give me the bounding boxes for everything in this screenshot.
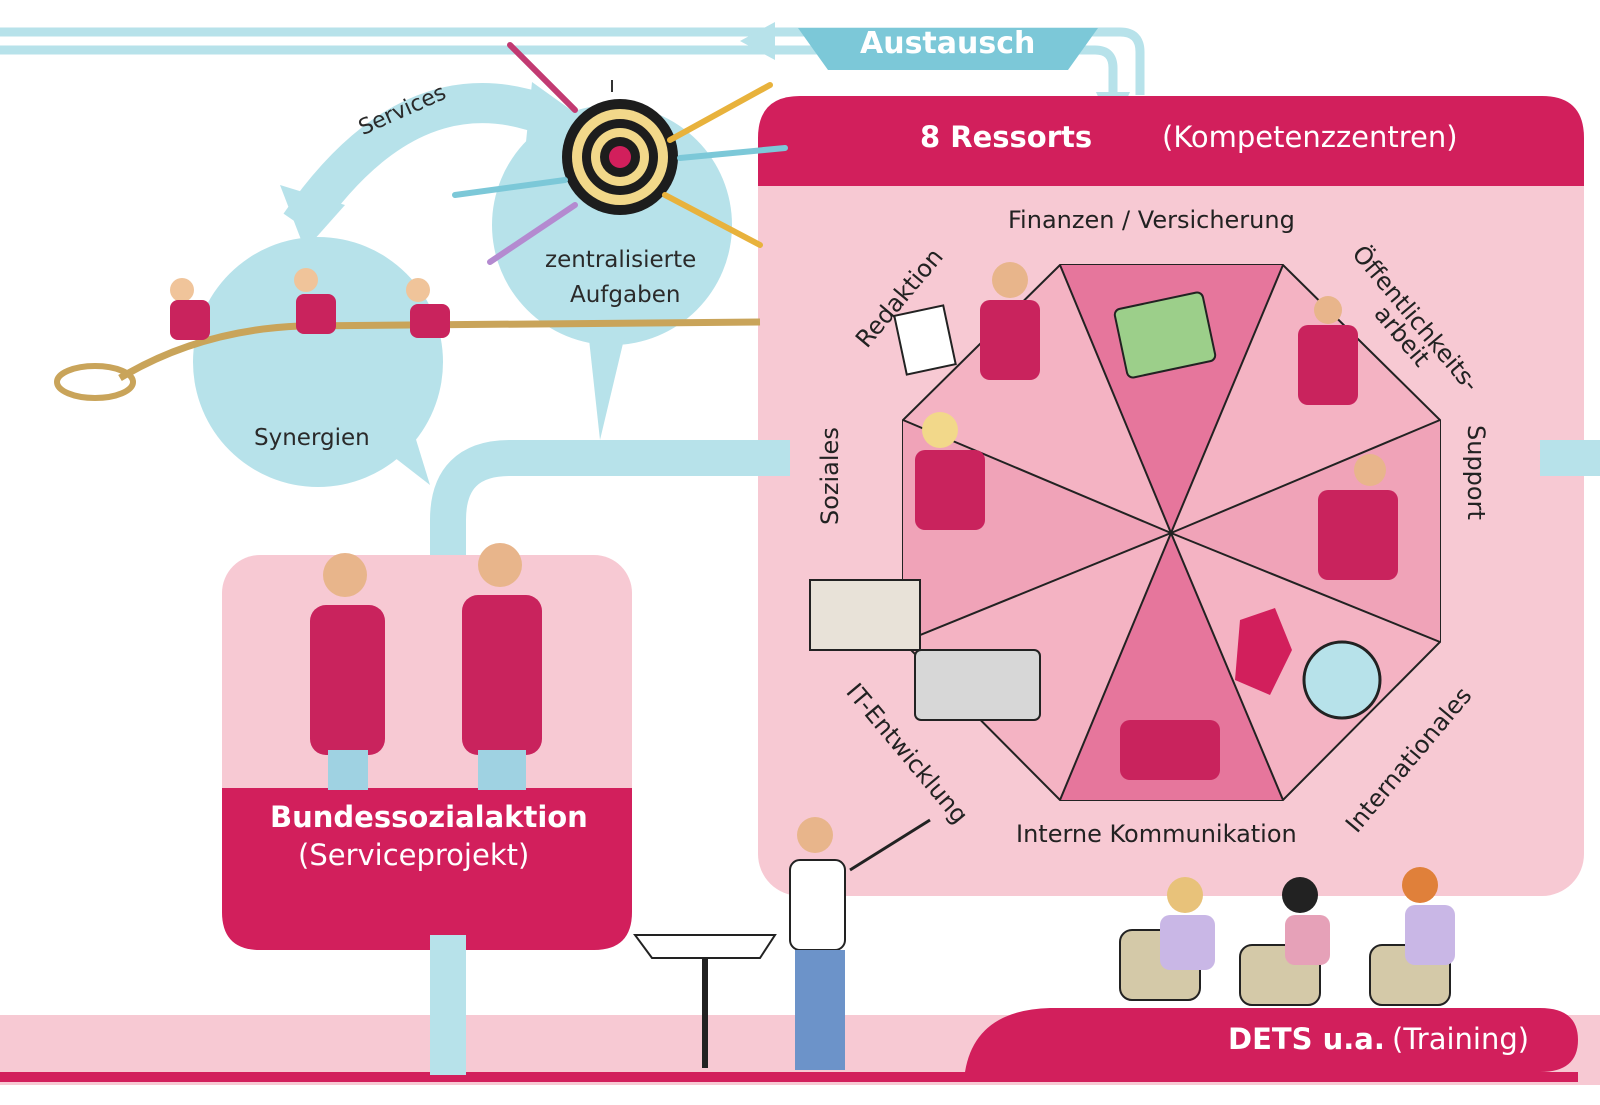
exchange-banner <box>798 28 1098 70</box>
social-action-subtitle: (Serviceprojekt) <box>298 838 530 872</box>
dartboard-icon <box>562 80 678 215</box>
ressort-label-finanzen: Finanzen / Versicherung <box>1008 206 1295 234</box>
ressorts-subtitle: (Kompetenzzentren) <box>1162 120 1458 154</box>
social-action-title: Bundessozialaktion <box>270 800 588 834</box>
social-action-footer <box>222 788 632 950</box>
central-tasks-label-2: Aufgaben <box>570 282 681 308</box>
presenter-illustration <box>633 817 931 1070</box>
synergien-label: Synergien <box>254 425 370 451</box>
ressort-label-soziales: Soziales <box>816 427 844 525</box>
blue-connector-path <box>430 440 790 1070</box>
exchange-label: Austausch <box>860 26 1036 61</box>
rope <box>118 318 761 382</box>
central-tasks-bubble-tail <box>588 330 625 440</box>
training-band <box>965 1008 1578 1072</box>
ressort-illustrations <box>809 262 1398 780</box>
right-connector <box>1540 440 1600 476</box>
tug-of-war-people <box>170 268 450 340</box>
synergien-bubble <box>193 237 443 487</box>
training-connector <box>430 935 466 1075</box>
services-arrowhead-right <box>525 82 585 152</box>
ressorts-title: 8 Ressorts <box>920 120 1093 154</box>
exchange-left-arrowhead <box>740 22 775 60</box>
audience-illustration <box>1119 867 1455 1006</box>
services-arrowhead-left <box>280 185 345 250</box>
exchange-arrow <box>0 27 1145 98</box>
synergien-bubble-tail <box>372 420 430 485</box>
training-subtitle: (Training) <box>1392 1022 1530 1056</box>
training-bottom-stripe <box>0 1072 1578 1082</box>
ressort-label-interne-kommunikation: Interne Kommunikation <box>1016 820 1297 848</box>
training-title: DETS u.a. <box>1228 1022 1385 1056</box>
central-tasks-label-1: zentralisierte <box>545 247 697 273</box>
ressorts-header <box>758 96 1584 186</box>
social-action-people <box>310 543 542 790</box>
services-arc <box>283 83 552 237</box>
rope-coil <box>54 363 136 401</box>
dart-icons <box>452 42 788 265</box>
ressort-label-support: Support <box>1462 425 1490 520</box>
